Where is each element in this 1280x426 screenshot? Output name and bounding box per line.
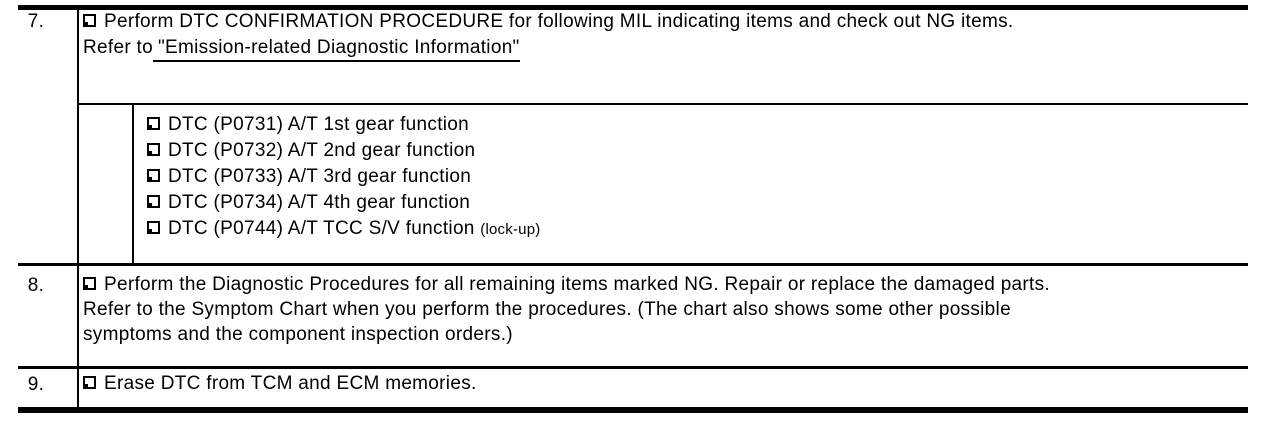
step-7-cell: Perform DTC CONFIRMATION PROCEDURE for f…: [83, 9, 1014, 62]
step-8-line-3: symptoms and the component inspection or…: [83, 324, 513, 345]
checkbox-icon: [147, 195, 160, 208]
refer-to-prefix: Refer to: [83, 37, 153, 58]
checkbox-icon: [147, 117, 160, 130]
step-8-instruction: Perform the Diagnostic Procedures for al…: [104, 274, 1051, 295]
step-number-column-divider: [77, 10, 79, 407]
dtc-item: DTC (P0734) A/T 4th gear function: [147, 190, 540, 216]
step-7-line-2: Refer to"Emission-related Diagnostic Inf…: [83, 35, 1014, 62]
row-separator-8-9: [18, 366, 1248, 369]
checkbox-icon: [147, 169, 160, 182]
dtc-item: DTC (P0732) A/T 2nd gear function: [147, 138, 540, 164]
table-top-border: [18, 5, 1248, 10]
checkbox-icon: [147, 221, 160, 234]
step-9-cell: Erase DTC from TCM and ECM memories.: [83, 371, 477, 397]
dtc-item-suffix: (lock-up): [480, 221, 541, 238]
dtc-list: DTC (P0731) A/T 1st gear function DTC (P…: [147, 112, 540, 243]
step-9-line-1: Erase DTC from TCM and ECM memories.: [83, 371, 477, 397]
step-8-line-2: Refer to the Symptom Chart when you perf…: [83, 299, 1011, 320]
checkbox-icon: [147, 143, 160, 156]
row-separator-7-8: [18, 263, 1248, 266]
step-number-8: 8.: [27, 275, 45, 296]
dtc-subcell-divider: [132, 105, 134, 263]
dtc-item: DTC (P0731) A/T 1st gear function: [147, 112, 540, 138]
step-8-line-1: Perform the Diagnostic Procedures for al…: [83, 272, 1050, 297]
table-bottom-border: [18, 407, 1248, 413]
dtc-item-text: DTC (P0732) A/T 2nd gear function: [168, 140, 476, 161]
step-8-cell: Perform the Diagnostic Procedures for al…: [83, 272, 1050, 347]
dtc-item-text: DTC (P0744) A/T TCC S/V function: [168, 218, 475, 239]
dtc-item-text: DTC (P0734) A/T 4th gear function: [168, 192, 471, 213]
dtc-item-text: DTC (P0733) A/T 3rd gear function: [168, 166, 472, 187]
dtc-item: DTC (P0733) A/T 3rd gear function: [147, 164, 540, 190]
step-number-9: 9.: [27, 374, 45, 395]
step-9-instruction: Erase DTC from TCM and ECM memories.: [104, 373, 477, 394]
step-7-line-1: Perform DTC CONFIRMATION PROCEDURE for f…: [83, 9, 1014, 35]
checkbox-icon: [83, 376, 96, 389]
dtc-subrow-top-border: [77, 103, 1248, 105]
dtc-item-text: DTC (P0731) A/T 1st gear function: [168, 114, 470, 135]
checkbox-icon: [83, 14, 96, 27]
checkbox-icon: [83, 277, 96, 290]
emission-related-diagnostic-information-link[interactable]: "Emission-related Diagnostic Information…: [153, 37, 520, 62]
step-7-instruction: Perform DTC CONFIRMATION PROCEDURE for f…: [104, 11, 1014, 32]
dtc-item: DTC (P0744) A/T TCC S/V function (lock-u…: [147, 216, 540, 243]
step-number-7: 7.: [27, 11, 45, 32]
